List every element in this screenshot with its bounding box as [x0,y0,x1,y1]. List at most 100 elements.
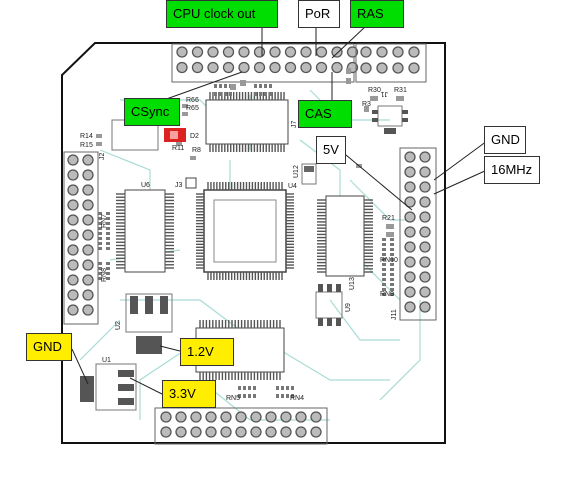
led-d2 [164,128,186,142]
header-pin [315,61,328,74]
callout-ras: RAS [350,0,404,28]
header-pin [67,154,79,166]
header-pin [205,411,217,423]
header-pin [419,226,431,238]
header-pin [300,46,312,58]
header-pin [235,411,247,423]
label-j2: J2 [99,153,106,161]
header-pin [280,411,292,423]
header-pin [67,274,79,286]
header-pin [67,214,79,226]
header-pin [404,151,416,163]
header-pin [238,61,250,74]
label-rn4: RN4 [290,395,304,402]
header-pin [404,181,416,193]
header-pin [408,46,420,58]
label-u6: U6 [141,182,150,189]
header-pin [82,184,94,196]
passives [96,68,404,237]
header-pin [82,199,94,211]
header-pin [253,61,266,74]
header-pin [253,46,266,58]
label-r21: R21 [382,215,395,222]
callout-3-3v: 3.3V [162,380,216,408]
header-pin [331,46,343,58]
header-pin [82,289,94,301]
header-pin [419,166,431,178]
header-pin [82,304,94,316]
header-pin [160,411,172,423]
label-u2: U2 [115,321,122,330]
header-pin [82,154,94,166]
header-pin [404,241,416,253]
chip-u9 [315,284,343,326]
header-pin [295,411,307,423]
header-pin [404,286,416,298]
callout-gnd-left: GND [26,333,72,361]
label-j11: J11 [391,309,398,320]
header-pin [207,46,219,58]
header-pin [295,426,307,438]
header-pin [220,426,232,438]
header-pin [67,304,79,316]
chip-u7 [205,92,289,152]
header-pin [190,426,202,438]
header-pin [419,286,431,298]
header-pin [284,46,297,58]
label-r14: R14 [80,133,93,140]
header-pin [82,214,94,226]
header-pin [265,411,277,423]
header-pin [82,169,94,181]
header-pin [82,229,94,241]
resistor-networks [98,84,394,398]
header-pin [310,411,322,423]
label-r8: R8 [192,147,201,154]
oscillator-u12 [301,163,317,185]
callout-gnd-right: GND [484,126,526,154]
chip-u6 [116,189,174,273]
header-pin [67,289,79,301]
chip-u4 [196,182,294,280]
header-pin [67,169,79,181]
regulator-u1 [80,363,137,411]
header-pin [67,184,79,196]
header-pin [235,426,247,438]
header-pin [67,244,79,256]
header-pin [404,166,416,178]
header-pin [82,244,94,256]
label-j1: J1 [381,90,389,97]
header-pin [419,271,431,283]
header-pin [238,46,250,58]
header-pin [191,46,204,58]
label-rn9: RN9 [380,291,394,298]
header-left [63,151,99,325]
callout-cas: CAS [298,100,352,128]
header-pin [190,411,202,423]
callout-16mhz: 16MHz [484,156,540,184]
header-pin [315,46,328,58]
chip-u11 [317,195,373,277]
label-r11: R11 [172,145,184,152]
label-d2: D2 [190,133,199,140]
label-u12: U12 [293,165,300,178]
header-top [171,43,359,83]
header-pin [419,181,431,193]
label-rn10: RN10 [380,257,398,264]
header-pin [360,62,372,74]
header-pin [404,196,416,208]
header-pin [191,61,204,74]
header-pin [300,61,312,74]
label-r31: R31 [394,87,407,94]
chip-u5 [372,105,408,134]
regulator-u2 [125,293,173,354]
label-r65: R65 [186,105,199,112]
header-pin [408,62,420,74]
header-pin [205,426,217,438]
label-j7: J7 [291,121,298,129]
header-pin [284,61,297,74]
header-pin [404,271,416,283]
header-pin [176,61,188,74]
header-pin [67,229,79,241]
label-r3: R3 [362,101,371,108]
header-pin [310,426,322,438]
